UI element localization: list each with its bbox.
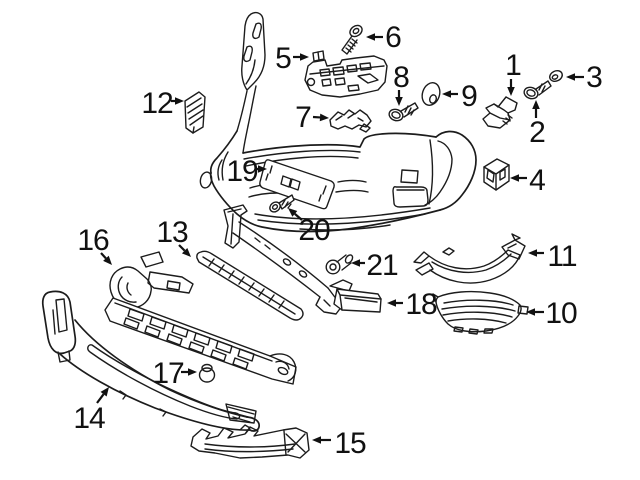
part-12-vent-plate [184, 91, 206, 134]
callout-arrowhead [507, 87, 515, 96]
callout-number-label: 8 [393, 61, 409, 94]
callout-number-label: 10 [545, 297, 577, 330]
callout-leader-line [96, 393, 105, 404]
callout-arrowhead [366, 33, 375, 41]
callout-arrowhead [300, 53, 309, 61]
callout-arrowhead [442, 90, 451, 98]
callout-16[interactable]: 16 [77, 224, 112, 265]
part-3-washer [549, 70, 563, 82]
callout-12[interactable]: 12 [141, 87, 184, 120]
callout-13[interactable]: 13 [156, 216, 191, 257]
callout-20[interactable]: 20 [288, 208, 331, 247]
callout-number-label: 19 [226, 155, 258, 188]
callout-number-label: 4 [529, 164, 545, 197]
callout-number-label: 9 [461, 80, 477, 113]
callout-number-label: 12 [141, 87, 173, 120]
callout-arrowhead [319, 113, 329, 122]
part-19-license-bracket [259, 159, 335, 210]
part-17-grommet [198, 363, 216, 383]
part-15-lower-bracket [190, 424, 310, 459]
callout-number-label: 14 [73, 402, 105, 435]
callout-arrowhead [528, 249, 537, 257]
part-14-lower-valance [41, 290, 260, 432]
bumper-cover [199, 11, 477, 233]
callout-arrowhead [510, 174, 519, 182]
callout-number-label: 13 [156, 216, 188, 249]
part-20-bolt [269, 194, 295, 213]
part-8-bolt [388, 102, 419, 122]
callout-arrowhead [175, 97, 184, 105]
callout-2[interactable]: 2 [529, 100, 546, 149]
callout-arrowhead [395, 97, 403, 106]
impact-bar [223, 204, 343, 315]
callout-8[interactable]: 8 [393, 61, 410, 106]
callout-number-label: 15 [334, 427, 366, 460]
part-6-bolt [341, 24, 363, 55]
callout-arrowhead [532, 100, 540, 109]
callout-3[interactable]: 3 [566, 61, 603, 94]
callout-arrowhead [188, 368, 197, 376]
callout-arrowhead [312, 436, 321, 444]
callout-leader-line [178, 244, 186, 252]
part-21-push-clip [325, 254, 354, 275]
callout-7[interactable]: 7 [295, 101, 329, 134]
part-7-small-bracket [329, 109, 372, 133]
callout-leader-line [100, 252, 107, 260]
callout-11[interactable]: 11 [528, 240, 578, 273]
part-1-side-bracket [482, 96, 518, 129]
callout-number-label: 1 [505, 49, 521, 82]
callout-leader-line [294, 213, 303, 221]
callout-number-label: 18 [405, 288, 437, 321]
callout-21[interactable]: 21 [351, 249, 399, 282]
callout-arrowhead [258, 165, 267, 173]
part-2-bolt [523, 80, 552, 100]
callout-number-label: 6 [385, 21, 401, 54]
part-18-end-block [329, 279, 382, 313]
callout-17[interactable]: 17 [152, 357, 197, 390]
part-13-grille-strip [196, 250, 304, 321]
callout-number-label: 11 [547, 240, 576, 273]
callout-number-label: 20 [298, 214, 330, 247]
callout-number-label: 16 [77, 224, 109, 257]
callout-9[interactable]: 9 [442, 80, 478, 113]
callout-10[interactable]: 10 [526, 297, 578, 330]
callout-arrowhead [387, 299, 396, 307]
callout-arrowhead [100, 387, 109, 397]
callout-1[interactable]: 1 [505, 49, 522, 96]
part-9-washer [421, 82, 441, 106]
callout-arrowhead [288, 208, 298, 217]
part-16-absorber [104, 251, 297, 385]
callout-number-label: 2 [529, 116, 545, 149]
part-5-upper-bracket [304, 50, 388, 98]
callout-arrowhead [181, 247, 191, 257]
part-10-fog-trim [432, 290, 529, 335]
callout-arrowhead [566, 73, 575, 81]
callout-5[interactable]: 5 [275, 42, 309, 75]
part-11-rail-bracket [413, 233, 526, 284]
callout-number-label: 5 [275, 42, 291, 75]
callout-arrowhead [103, 255, 112, 265]
part-4-box-bracket [483, 158, 510, 191]
callout-14[interactable]: 14 [73, 387, 109, 435]
callout-18[interactable]: 18 [387, 288, 438, 321]
callout-arrowhead [351, 259, 360, 267]
callout-number-label: 7 [295, 101, 311, 134]
callout-number-label: 17 [152, 357, 184, 390]
callout-6[interactable]: 6 [366, 21, 402, 54]
callout-number-label: 3 [586, 61, 602, 94]
callout-arrowhead [526, 308, 535, 316]
callout-number-label: 21 [366, 249, 398, 282]
callout-4[interactable]: 4 [510, 164, 546, 197]
callout-19[interactable]: 19 [226, 155, 267, 188]
callout-15[interactable]: 15 [312, 427, 367, 460]
